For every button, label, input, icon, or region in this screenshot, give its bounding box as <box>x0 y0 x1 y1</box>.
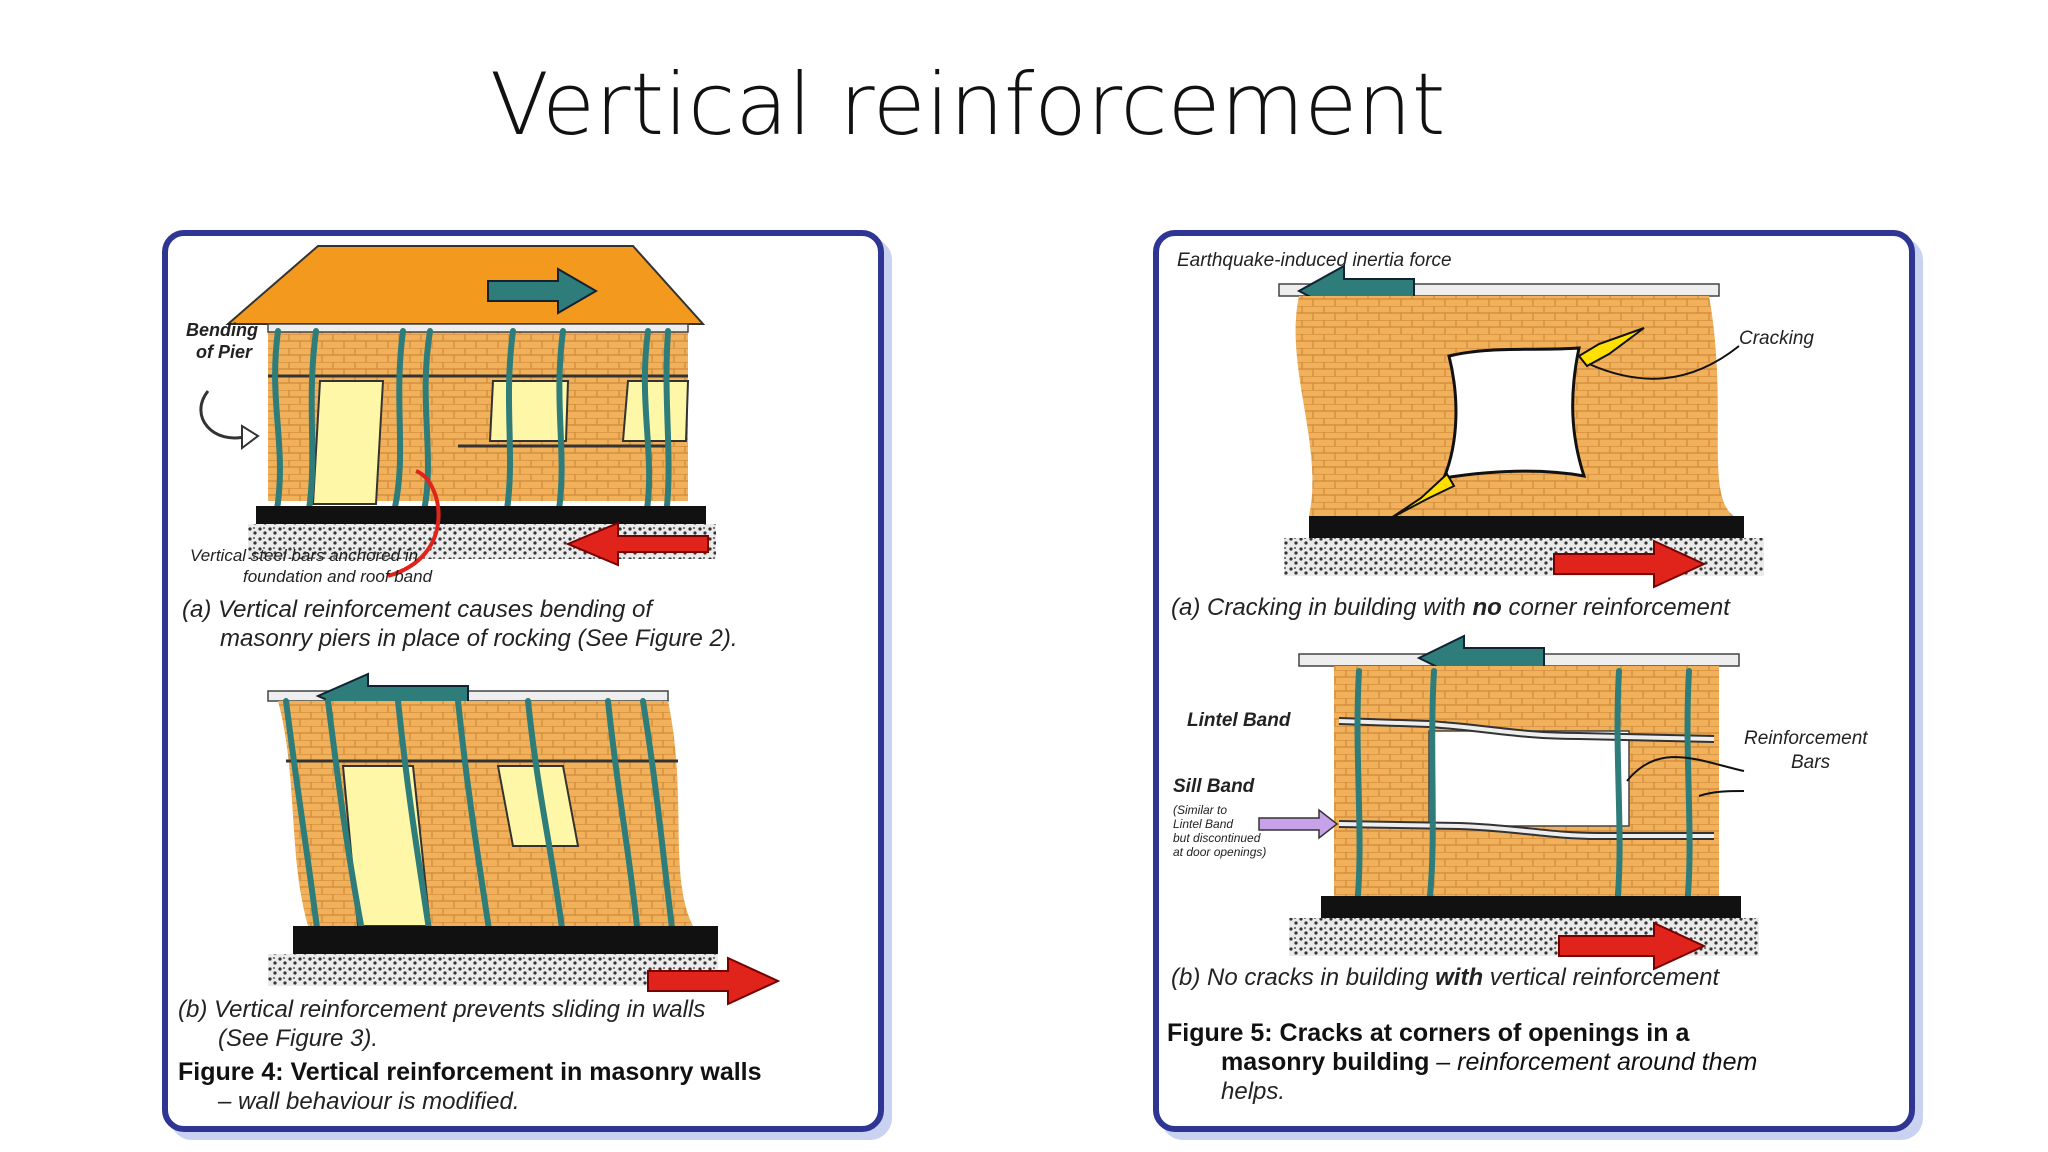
figure-5-illustration: Earthquake-induced inertia force Crackin… <box>1173 250 1868 971</box>
label-sill: Sill Band <box>1173 776 1255 797</box>
fig5-caption-a: (a) Cracking in building with no corner … <box>1171 594 1730 621</box>
roof <box>225 245 706 325</box>
fig5-caption-b: (b) No cracks in building with vertical … <box>1171 964 1720 991</box>
window <box>1428 730 1630 827</box>
fig4-caption-b-1: (b) Vertical reinforcement prevents slid… <box>178 996 706 1023</box>
teal-arrow-icon <box>487 267 598 315</box>
fig5-title-3: helps. <box>1221 1078 1286 1105</box>
fig5-title-2: masonry building – reinforcement around … <box>1221 1048 1758 1076</box>
foundation-b <box>293 926 718 954</box>
window-opening <box>1441 346 1587 480</box>
window <box>621 380 690 442</box>
label-bending-1: Bending <box>186 320 258 340</box>
vertical-bars-b <box>283 698 676 939</box>
lilac-arrow-icon <box>1258 808 1339 840</box>
label-inertia: Earthquake-induced inertia force <box>1177 250 1452 271</box>
red-arrow-icon <box>1553 539 1707 589</box>
figure-4-illustration: Bending of Pier Vertical steel bars anch… <box>186 245 781 1006</box>
label-sill-note-1: (Similar to <box>1173 803 1227 817</box>
vertical-bars-a <box>272 328 672 519</box>
label-sill-note-2: Lintel Band <box>1173 817 1233 831</box>
red-arrow-icon <box>647 956 781 1006</box>
window <box>311 380 385 505</box>
window <box>488 380 570 442</box>
bending-arrow-icon <box>199 390 249 440</box>
label-cracking: Cracking <box>1739 328 1814 349</box>
fig4-caption-a-2: masonry piers in place of rocking (See F… <box>220 625 738 652</box>
label-bars-1: Vertical steel bars anchored in <box>190 546 418 565</box>
slide-title: Vertical reinforcement <box>490 55 1446 155</box>
label-bars-2: foundation and roof band <box>243 567 433 586</box>
label-reinf-1: Reinforcement <box>1744 728 1868 749</box>
red-arrow-icon <box>565 521 709 567</box>
label-reinf-2: Bars <box>1791 752 1831 773</box>
foundation-a <box>256 506 706 526</box>
label-sill-note-3: but discontinued <box>1173 831 1261 845</box>
crack-icon <box>1577 327 1645 368</box>
red-arrow-icon <box>1558 921 1707 971</box>
figure-4-panel: Bending of Pier Vertical steel bars anch… <box>162 230 884 1132</box>
window <box>496 765 580 847</box>
figure-5-panel: Earthquake-induced inertia force Crackin… <box>1153 230 1915 1132</box>
fig4-title: Figure 4: Vertical reinforcement in maso… <box>178 1058 762 1086</box>
label-sill-note-4: at door openings) <box>1173 845 1266 859</box>
crack-icon <box>1390 472 1456 519</box>
label-bending-2: of Pier <box>196 342 253 362</box>
fig4-caption-b-2: (See Figure 3). <box>218 1025 379 1052</box>
label-lintel: Lintel Band <box>1187 710 1291 731</box>
vertical-bars-5b <box>1354 668 1693 909</box>
fig4-title-rest: – wall behaviour is modified. <box>218 1088 520 1115</box>
fig4-caption-a-1: (a) Vertical reinforcement causes bendin… <box>182 596 653 623</box>
fig5-title-1: Figure 5: Cracks at corners of openings … <box>1167 1019 1690 1047</box>
